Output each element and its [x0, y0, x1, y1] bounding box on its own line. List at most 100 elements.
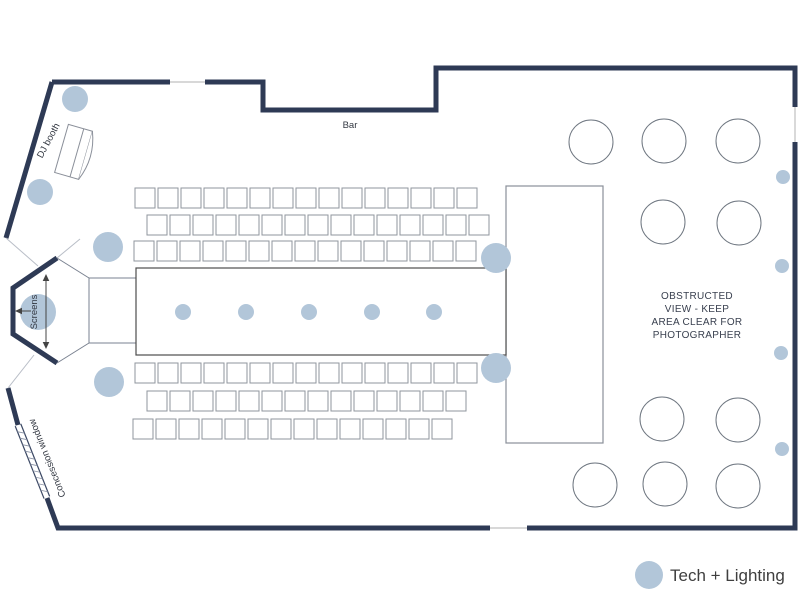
- tech-lighting-circle[interactable]: [481, 243, 511, 273]
- chair[interactable]: [433, 362, 455, 384]
- tech-lighting-circle[interactable]: [364, 304, 380, 320]
- chair[interactable]: [294, 240, 316, 262]
- round-table[interactable]: [642, 461, 688, 507]
- tech-lighting-circle[interactable]: [301, 304, 317, 320]
- chair[interactable]: [341, 362, 363, 384]
- chair[interactable]: [192, 390, 214, 412]
- chair[interactable]: [249, 362, 271, 384]
- chair[interactable]: [387, 187, 409, 209]
- chair[interactable]: [215, 390, 237, 412]
- chair[interactable]: [157, 187, 179, 209]
- chair[interactable]: [422, 390, 444, 412]
- chair[interactable]: [284, 214, 306, 236]
- chair[interactable]: [431, 418, 453, 440]
- chair[interactable]: [132, 418, 154, 440]
- chair[interactable]: [249, 187, 271, 209]
- tech-lighting-circle[interactable]: [27, 179, 53, 205]
- tech-lighting-circle[interactable]: [776, 170, 790, 184]
- chair[interactable]: [362, 418, 384, 440]
- chair[interactable]: [318, 187, 340, 209]
- chair[interactable]: [455, 240, 477, 262]
- chair[interactable]: [307, 214, 329, 236]
- tech-lighting-circle[interactable]: [94, 367, 124, 397]
- chair[interactable]: [386, 240, 408, 262]
- round-table[interactable]: [715, 118, 761, 164]
- chair[interactable]: [445, 214, 467, 236]
- chair[interactable]: [261, 214, 283, 236]
- tech-lighting-circle[interactable]: [775, 259, 789, 273]
- chair[interactable]: [422, 214, 444, 236]
- chair[interactable]: [238, 214, 260, 236]
- chair[interactable]: [408, 418, 430, 440]
- chair[interactable]: [295, 362, 317, 384]
- chair[interactable]: [134, 187, 156, 209]
- chair[interactable]: [178, 418, 200, 440]
- tech-lighting-circle[interactable]: [774, 346, 788, 360]
- chair[interactable]: [339, 418, 361, 440]
- dj-booth[interactable]: [53, 123, 98, 180]
- chair[interactable]: [169, 390, 191, 412]
- chair[interactable]: [318, 362, 340, 384]
- round-table[interactable]: [715, 397, 761, 443]
- round-table[interactable]: [572, 462, 618, 508]
- chair[interactable]: [155, 418, 177, 440]
- chair[interactable]: [202, 240, 224, 262]
- chair[interactable]: [364, 187, 386, 209]
- chair[interactable]: [364, 362, 386, 384]
- chair[interactable]: [224, 418, 246, 440]
- chair[interactable]: [387, 362, 409, 384]
- chair[interactable]: [238, 390, 260, 412]
- chair[interactable]: [445, 390, 467, 412]
- chair[interactable]: [203, 187, 225, 209]
- head-table-runway[interactable]: [135, 267, 507, 356]
- chair[interactable]: [146, 390, 168, 412]
- chair[interactable]: [456, 187, 478, 209]
- chair[interactable]: [215, 214, 237, 236]
- chair[interactable]: [157, 362, 179, 384]
- chair[interactable]: [225, 240, 247, 262]
- chair[interactable]: [180, 187, 202, 209]
- chair[interactable]: [180, 362, 202, 384]
- chair[interactable]: [248, 240, 270, 262]
- round-table[interactable]: [641, 118, 687, 164]
- chair[interactable]: [179, 240, 201, 262]
- tech-lighting-circle[interactable]: [62, 86, 88, 112]
- chair[interactable]: [307, 390, 329, 412]
- chair[interactable]: [295, 187, 317, 209]
- chair[interactable]: [385, 418, 407, 440]
- chair[interactable]: [340, 240, 362, 262]
- chair[interactable]: [330, 214, 352, 236]
- chair[interactable]: [376, 214, 398, 236]
- chair[interactable]: [433, 187, 455, 209]
- chair[interactable]: [432, 240, 454, 262]
- chair[interactable]: [330, 390, 352, 412]
- chair[interactable]: [261, 390, 283, 412]
- chair[interactable]: [201, 418, 223, 440]
- chair[interactable]: [134, 362, 156, 384]
- chair[interactable]: [410, 187, 432, 209]
- chair[interactable]: [270, 418, 292, 440]
- round-table[interactable]: [716, 200, 762, 246]
- chair[interactable]: [468, 214, 490, 236]
- chair[interactable]: [272, 187, 294, 209]
- chair[interactable]: [409, 240, 431, 262]
- chair[interactable]: [284, 390, 306, 412]
- chair[interactable]: [226, 362, 248, 384]
- chair[interactable]: [317, 240, 339, 262]
- round-table[interactable]: [568, 119, 614, 165]
- chair[interactable]: [192, 214, 214, 236]
- chair[interactable]: [456, 362, 478, 384]
- chair[interactable]: [316, 418, 338, 440]
- chair[interactable]: [341, 187, 363, 209]
- chair[interactable]: [399, 214, 421, 236]
- tech-lighting-circle[interactable]: [20, 294, 56, 330]
- chair[interactable]: [353, 214, 375, 236]
- chair[interactable]: [399, 390, 421, 412]
- round-table[interactable]: [640, 199, 686, 245]
- tech-lighting-circle[interactable]: [426, 304, 442, 320]
- chair[interactable]: [156, 240, 178, 262]
- photographer-area[interactable]: [505, 185, 604, 444]
- tech-lighting-circle[interactable]: [238, 304, 254, 320]
- chair[interactable]: [226, 187, 248, 209]
- chair[interactable]: [271, 240, 293, 262]
